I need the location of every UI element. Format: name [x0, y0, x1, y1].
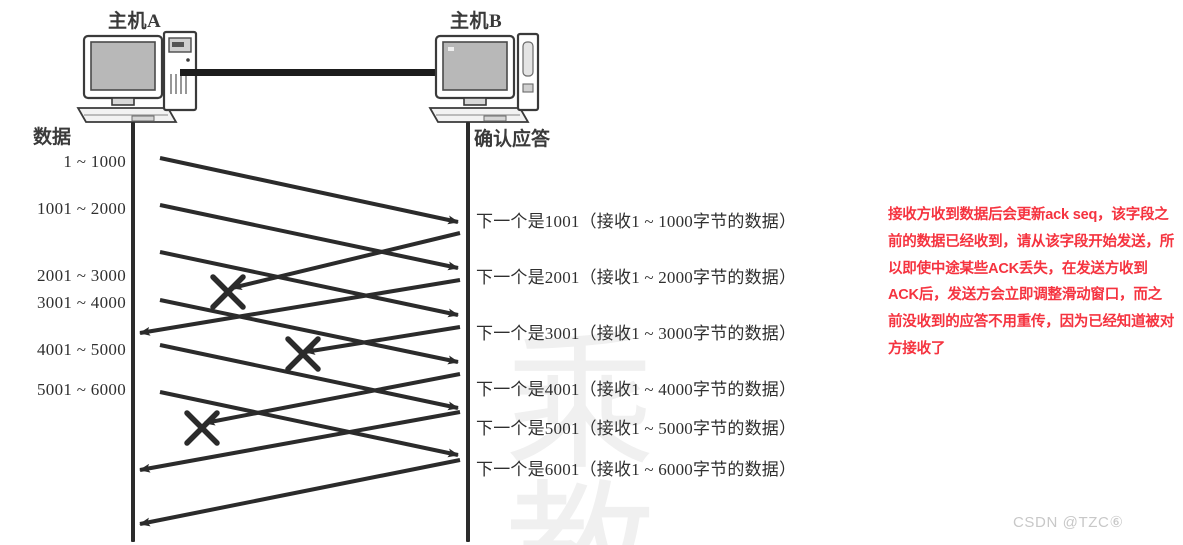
red-annotation-text: 接收方收到数据后会更新ack seq，该字段之前的数据已经收到，请从该字段开始发… [888, 207, 1174, 358]
lost-ack-x-icon [285, 336, 321, 372]
ack-arrow [139, 278, 461, 336]
data-column-caption: 数据 [33, 127, 72, 148]
host-a-title: 主机A [108, 11, 162, 32]
segment-label: 1 ~ 1000 [63, 152, 126, 171]
background-watermark: 乘 教 [505, 322, 655, 545]
data-arrow [159, 298, 459, 365]
ack-arrow [231, 231, 461, 291]
ack-column-caption: 确认应答 [474, 129, 551, 150]
data-arrow [159, 343, 459, 411]
segment-label: 1001 ~ 2000 [37, 199, 126, 218]
data-arrow [159, 390, 459, 458]
data-arrow [159, 250, 459, 318]
data-arrow [159, 203, 459, 271]
network-cable [180, 69, 450, 76]
segment-label: 5001 ~ 6000 [37, 380, 126, 399]
ack-label: 下一个是5001（接收1 ~ 5000字节的数据） [476, 419, 797, 438]
segment-label: 3001 ~ 4000 [37, 293, 126, 312]
host-a-timeline [131, 122, 135, 542]
csdn-watermark: CSDN @TZC⑥ [1013, 514, 1124, 531]
lost-ack-x-icon [210, 274, 246, 310]
ack-arrow [204, 372, 461, 426]
lost-ack-x-icon [184, 410, 220, 446]
ack-arrow-group [139, 231, 461, 527]
host-b-title: 主机B [450, 11, 503, 32]
ack-arrow [139, 410, 461, 473]
segment-label: 4001 ~ 5000 [37, 340, 126, 359]
ack-label: 下一个是2001（接收1 ~ 2000字节的数据） [476, 268, 797, 287]
ack-arrow [139, 458, 461, 527]
data-arrow-group [159, 156, 459, 458]
segment-label: 2001 ~ 3000 [37, 266, 126, 285]
host-a-computer-icon [76, 30, 198, 123]
ack-label: 下一个是4001（接收1 ~ 4000字节的数据） [476, 380, 797, 399]
ack-label: 下一个是1001（接收1 ~ 1000字节的数据） [476, 212, 797, 231]
ack-label: 下一个是6001（接收1 ~ 6000字节的数据） [476, 460, 797, 479]
ack-arrow [304, 325, 461, 355]
host-b-computer-icon [428, 32, 540, 123]
host-b-timeline [466, 122, 470, 542]
ack-label: 下一个是3001（接收1 ~ 3000字节的数据） [476, 324, 797, 343]
data-arrow [159, 156, 459, 225]
lost-ack-mark-group [184, 274, 321, 446]
